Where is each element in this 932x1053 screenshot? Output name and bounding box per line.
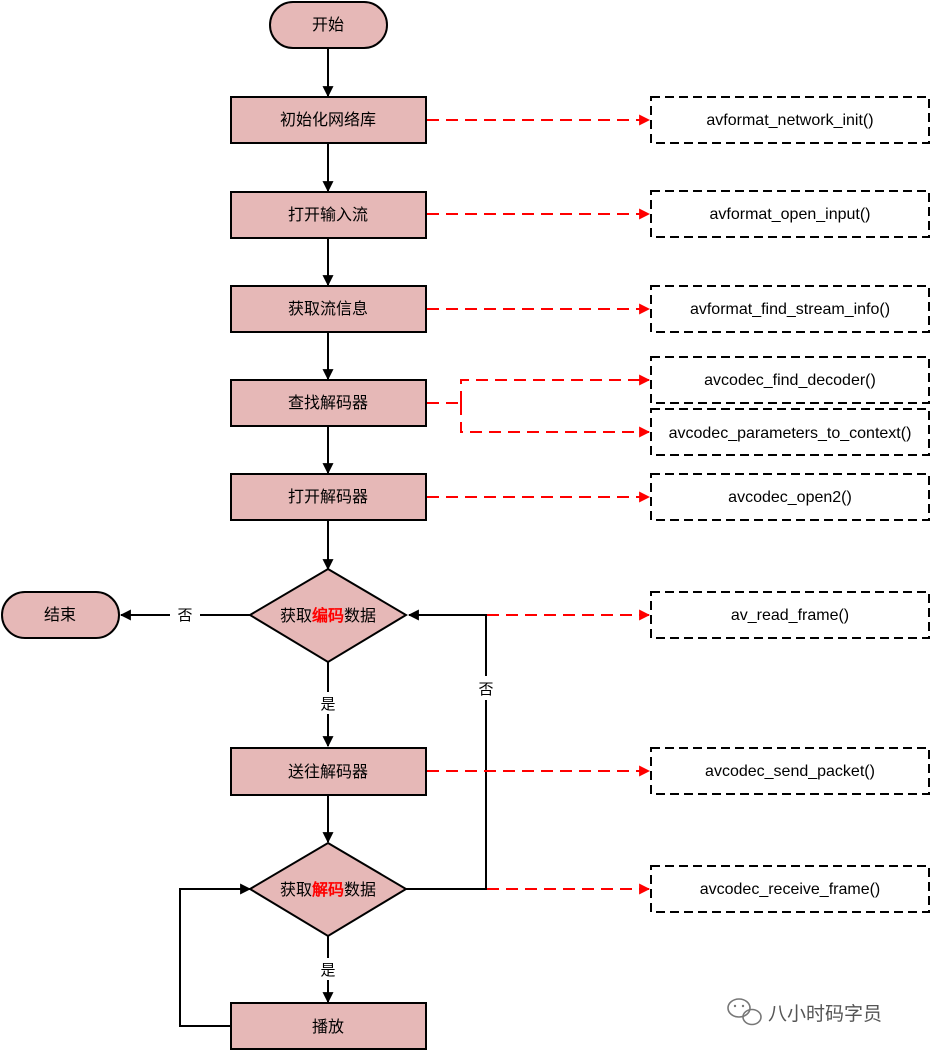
send-decoder-label: 送往解码器 (288, 762, 368, 781)
api-box-send-packet: avcodec_send_packet() (650, 747, 930, 795)
api-send-packet-text: avcodec_send_packet() (705, 763, 875, 780)
init-network-label: 初始化网络库 (280, 110, 376, 129)
edge-label-no-loop: 否 (478, 680, 493, 698)
api-read-frame-text: av_read_frame() (731, 607, 849, 624)
end-label: 结束 (44, 605, 76, 624)
edge-label-yes-play: 是 (320, 961, 335, 979)
api-network-init-text: avformat_network_init() (706, 112, 873, 129)
open-input-node: 打开输入流 (230, 191, 427, 239)
api-box-open-input: avformat_open_input() (650, 190, 930, 238)
open-decoder-label: 打开解码器 (288, 487, 368, 506)
end-node: 结束 (1, 591, 120, 639)
get-decoded-highlight: 解码 (312, 880, 344, 899)
open-input-label: 打开输入流 (288, 205, 368, 224)
arrow-play-loop-back (179, 883, 252, 1027)
api-box-network-init: avformat_network_init() (650, 96, 930, 144)
start-label: 开始 (312, 15, 344, 34)
api-arrows (427, 114, 651, 895)
edge-label-no-end: 否 (177, 606, 192, 624)
api-box-find-stream-info: avformat_find_stream_info() (650, 285, 930, 333)
api-box-receive-frame: avcodec_receive_frame() (650, 865, 930, 913)
find-decoder-node: 查找解码器 (230, 379, 427, 427)
play-node: 播放 (230, 1002, 427, 1050)
open-decoder-node: 打开解码器 (230, 473, 427, 521)
find-decoder-label: 查找解码器 (288, 393, 368, 412)
stream-info-label: 获取流信息 (288, 299, 368, 318)
edge-labels: 否 是 否 是 (170, 603, 500, 980)
wechat-icon (727, 998, 762, 1026)
api-find-decoder-text: avcodec_find_decoder() (704, 372, 876, 389)
arrow-loop-no-back-to-read (406, 609, 487, 890)
init-network-node: 初始化网络库 (230, 96, 427, 144)
get-decoded-label: 获取解码数据 (280, 880, 376, 899)
watermark-text: 八小时码字员 (768, 1003, 882, 1025)
api-arrow-parameters-to-context (460, 403, 651, 438)
api-arrow-find-decoder (460, 374, 651, 403)
stream-info-node: 获取流信息 (230, 285, 427, 333)
api-find-stream-info-text: avformat_find_stream_info() (690, 301, 890, 318)
get-decoded-decision: 获取解码数据 (248, 841, 408, 938)
api-open-input-text: avformat_open_input() (710, 206, 871, 223)
start-node: 开始 (269, 1, 388, 49)
flow-arrows (119, 48, 487, 1027)
api-receive-frame-text: avcodec_receive_frame() (700, 881, 881, 898)
api-box-read-frame: av_read_frame() (650, 591, 930, 639)
edge-label-yes-send: 是 (320, 695, 335, 713)
get-encoded-highlight: 编码 (312, 606, 344, 625)
api-box-open2: avcodec_open2() (650, 473, 930, 521)
get-encoded-decision: 获取编码数据 (248, 567, 408, 664)
api-open2-text: avcodec_open2() (728, 489, 852, 506)
get-encoded-label: 获取编码数据 (280, 606, 376, 625)
play-label: 播放 (312, 1017, 344, 1036)
api-box-find-decoder: avcodec_find_decoder() (650, 356, 930, 404)
api-box-parameters-to-context: avcodec_parameters_to_context() (650, 408, 930, 456)
send-decoder-node: 送往解码器 (230, 747, 427, 796)
watermark: 八小时码字员 (727, 998, 882, 1026)
api-parameters-to-context-text: avcodec_parameters_to_context() (669, 425, 912, 442)
